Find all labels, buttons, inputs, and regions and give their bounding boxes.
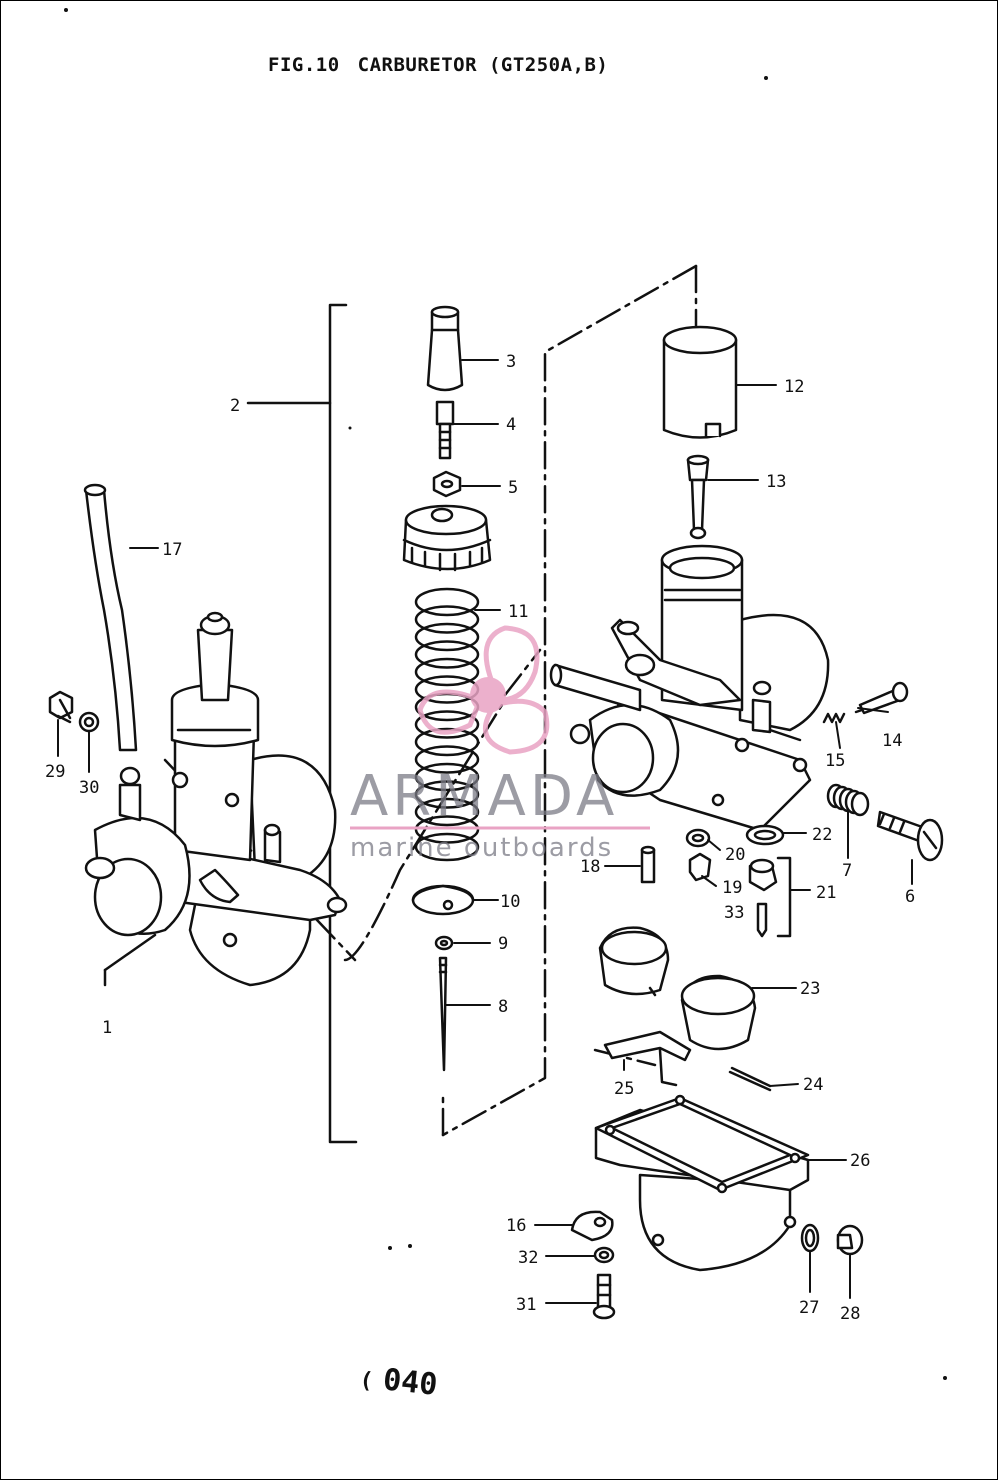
callout-1: 1 bbox=[102, 1018, 112, 1038]
part-5-nut bbox=[432, 470, 462, 498]
part-23-floats bbox=[598, 926, 757, 1051]
callout-numbers: 1 2 3 4 5 6 7 8 9 10 11 12 13 14 15 16 1… bbox=[45, 352, 915, 1324]
callout-14: 14 bbox=[882, 731, 902, 751]
spring-coil bbox=[414, 745, 480, 774]
callout-19: 19 bbox=[722, 878, 742, 898]
part-10-clip-plate bbox=[411, 884, 475, 916]
page-mark: ( bbox=[358, 1367, 375, 1395]
watermark-tagline: marine outboards bbox=[350, 833, 613, 863]
spring-coil bbox=[414, 797, 480, 827]
figure-title: FIG.10 CARBURETOR (GT250A,B) bbox=[268, 54, 626, 76]
callout-5: 5 bbox=[508, 478, 518, 498]
armada-watermark: ARMADA marine outboards bbox=[350, 625, 650, 863]
callout-21: 21 bbox=[816, 883, 836, 903]
callout-3: 3 bbox=[506, 352, 516, 372]
part-16-32-31-bracket-bolt bbox=[570, 1210, 616, 1320]
figure-caption: CARBURETOR (GT250A,B) bbox=[357, 54, 609, 76]
spring-coil bbox=[414, 587, 480, 617]
part-4-adjuster bbox=[435, 400, 455, 460]
spring-coil bbox=[414, 727, 480, 757]
callout-8: 8 bbox=[498, 997, 508, 1017]
callout-30: 30 bbox=[79, 778, 99, 798]
part-1-carburetor-body bbox=[84, 611, 348, 987]
jets-and-washers bbox=[640, 824, 792, 938]
watermark-brand: ARMADA bbox=[350, 764, 618, 829]
callout-28: 28 bbox=[840, 1304, 860, 1324]
part-3-cap bbox=[426, 305, 464, 392]
callout-2: 2 bbox=[230, 396, 240, 416]
spring-coil bbox=[414, 710, 480, 739]
callout-7: 7 bbox=[842, 861, 852, 881]
part-25-float-arm bbox=[603, 1030, 692, 1087]
page-number-value: 040 bbox=[381, 1362, 440, 1403]
callout-31: 31 bbox=[516, 1295, 536, 1315]
group-bracket-2 bbox=[246, 303, 358, 1144]
part-24-float-pin bbox=[728, 1066, 772, 1092]
callout-4: 4 bbox=[506, 415, 516, 435]
mixing-chamber-top bbox=[402, 504, 492, 572]
part-8-jet-needle bbox=[438, 956, 448, 1072]
spring-coil bbox=[414, 657, 480, 687]
callout-13: 13 bbox=[766, 472, 786, 492]
part-29-30-screw-washer bbox=[48, 690, 100, 733]
scan-specks bbox=[64, 8, 947, 1380]
spring-coil bbox=[414, 762, 480, 792]
callout-33: 33 bbox=[724, 903, 744, 923]
leader-lines bbox=[57, 359, 913, 1304]
callout-17: 17 bbox=[162, 540, 182, 560]
callout-27: 27 bbox=[799, 1298, 819, 1318]
callout-22: 22 bbox=[812, 825, 832, 845]
callout-9: 9 bbox=[498, 934, 508, 954]
spring-coil bbox=[414, 780, 480, 809]
part-9-clip bbox=[434, 935, 454, 951]
callout-6: 6 bbox=[905, 887, 915, 907]
callout-20: 20 bbox=[725, 845, 745, 865]
part-26-float-bowl-gasket bbox=[594, 1094, 810, 1272]
callout-29: 29 bbox=[45, 762, 65, 782]
callout-24: 24 bbox=[803, 1075, 823, 1095]
callout-12: 12 bbox=[784, 377, 804, 397]
callout-23: 23 bbox=[800, 979, 820, 999]
part-17-fuel-hose bbox=[83, 483, 138, 752]
part-14-air-screw bbox=[854, 681, 909, 715]
callout-10: 10 bbox=[500, 892, 520, 912]
callout-26: 26 bbox=[850, 1151, 870, 1171]
part-6-throttle-stop-screw bbox=[876, 810, 944, 862]
watermark-logo-icon bbox=[417, 625, 550, 755]
spring-coil bbox=[414, 832, 480, 862]
part-27-28-drain-plug bbox=[800, 1223, 864, 1256]
part-12-throttle-valve bbox=[662, 325, 738, 439]
callout-18: 18 bbox=[580, 857, 600, 877]
spring-coil bbox=[414, 640, 480, 669]
callout-32: 32 bbox=[518, 1248, 538, 1268]
part-13-needle-jet bbox=[686, 454, 710, 540]
part-15-spring bbox=[822, 712, 846, 724]
right-carburetor-body bbox=[549, 544, 830, 832]
callout-15: 15 bbox=[825, 751, 845, 771]
figure-number: FIG.10 bbox=[268, 54, 340, 76]
callout-25: 25 bbox=[614, 1079, 634, 1099]
callout-11: 11 bbox=[508, 602, 528, 622]
part-7-spring bbox=[826, 783, 870, 817]
callout-16: 16 bbox=[506, 1216, 526, 1236]
spring-coil bbox=[414, 605, 480, 634]
spring-coil bbox=[414, 622, 480, 652]
